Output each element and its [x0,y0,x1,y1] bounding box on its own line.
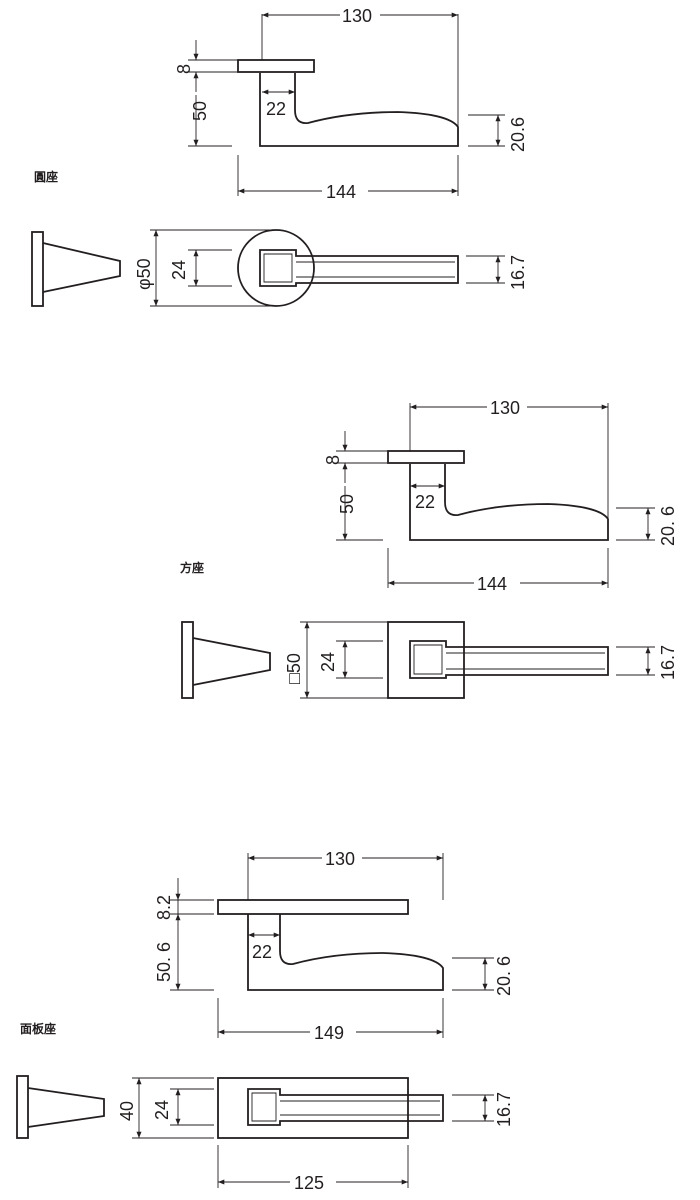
lever-end-profile [192,637,271,686]
square-rose-section: 方座 130 8 50 22 20. 6 [180,397,678,699]
dim-neck-height: 24 [152,1100,172,1120]
dim-top-end-height: 16.7 [508,255,528,290]
dim-rose-thickness: 8 [323,455,343,465]
rose-end [31,231,44,307]
round-rose-end-view [31,231,121,307]
plate-rose-end-view [16,1075,105,1139]
plate [217,1077,409,1139]
section-caption: 圓座 [34,169,58,184]
dim-top-end-height: 16.7 [494,1092,514,1127]
round-rose-top-view: φ50 24 16.7 [134,229,528,307]
round-rose-section: 圓座 130 8 50 22 [31,5,528,307]
lever-end-profile [42,242,121,293]
dim-height: 50. 6 [154,942,174,982]
plate-end [16,1075,29,1139]
lever-top [247,1088,444,1126]
square-rose-top-view: □50 24 16.7 [284,621,678,699]
dim-length: 149 [314,1023,344,1043]
dim-end-height: 20.6 [508,117,528,152]
dim-length: 144 [326,182,356,202]
section-caption: 方座 [180,560,204,575]
plate-rose-section: 面板座 130 8.2 50. 6 22 20. 6 [16,848,514,1193]
dim-neck: 22 [252,942,272,962]
lever-top [259,249,459,287]
square-rose [387,621,465,699]
dim-height: 50 [337,494,357,514]
lever-outline [259,73,459,147]
plate-rose-top-view: 40 24 16.7 125 [117,1077,514,1193]
rose-plate [237,59,315,73]
round-rose-side-view: 130 8 50 22 20.6 144 [174,5,528,202]
plate-rose-side-view: 130 8.2 50. 6 22 20. 6 149 [154,848,514,1043]
rose-plate [387,450,465,464]
dim-length: 144 [477,574,507,594]
round-rose [237,229,315,307]
dim-rose-thickness: 8.2 [154,895,174,920]
dim-neck-height: 24 [318,652,338,672]
square-rose-end-view [181,621,271,699]
dim-top-end-height: 16.7 [658,645,678,680]
dim-rose-size: φ50 [134,258,154,290]
dim-width: 130 [490,398,520,418]
dim-plate-height: 40 [117,1101,137,1121]
dim-width: 130 [342,6,372,26]
lever-top [409,640,609,679]
dim-end-height: 20. 6 [658,506,678,546]
dim-end-height: 20. 6 [494,956,514,996]
lever-outline [247,914,444,991]
plate [217,899,409,915]
dim-neck: 22 [415,492,435,512]
dim-neck-height: 24 [169,260,189,280]
lever-end-profile [27,1087,105,1128]
dim-rose-size: □50 [284,653,304,684]
dim-neck: 22 [266,99,286,119]
section-caption: 面板座 [20,1021,56,1036]
dim-rose-thickness: 8 [174,64,194,74]
rose-end [181,621,194,699]
lever-outline [409,464,609,541]
dim-height: 50 [190,101,210,121]
square-rose-side-view: 130 8 50 22 20. 6 144 [323,397,678,594]
dim-plate-width: 125 [294,1173,324,1193]
dim-width: 130 [325,849,355,869]
